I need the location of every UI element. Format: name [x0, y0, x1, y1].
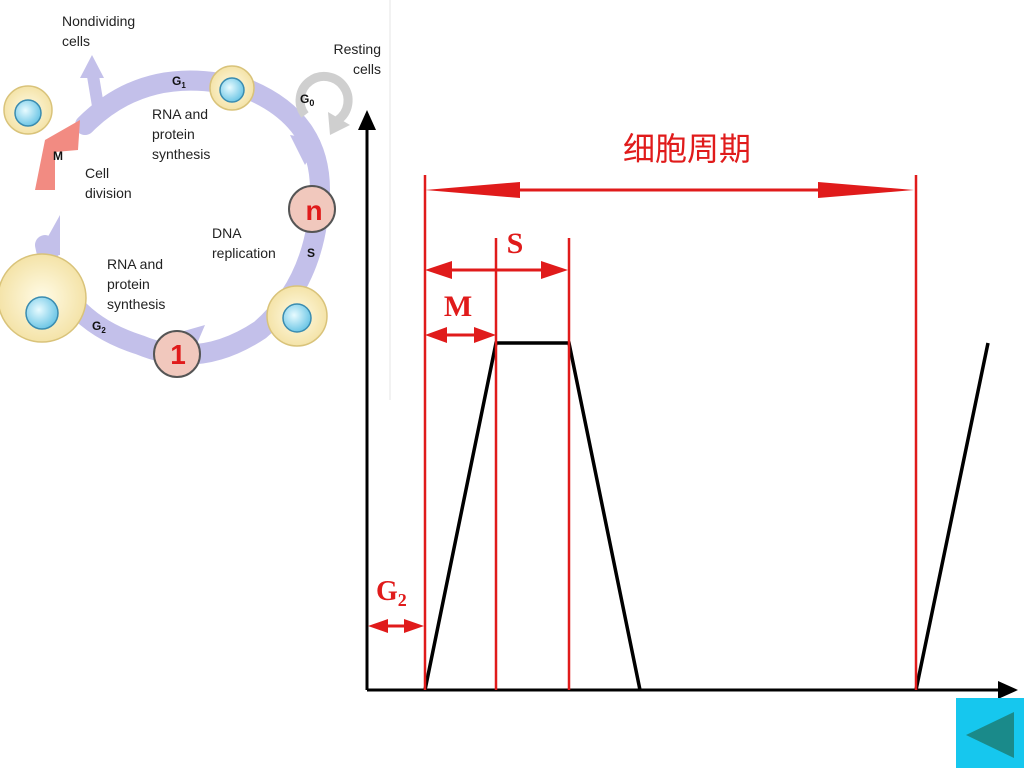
cell-s-phase	[266, 285, 328, 347]
marker-n: n	[288, 185, 336, 233]
label-g2-text-2: protein	[107, 276, 150, 292]
marker-1: 1	[153, 330, 201, 378]
label-g2: G2	[92, 319, 106, 335]
dna-curve-main	[423, 341, 642, 691]
x-axis-arrowhead	[998, 681, 1018, 699]
label-dna-2: replication	[212, 245, 276, 261]
m-span-arrow	[425, 327, 496, 343]
dna-content-graph: 细胞周期 S M G2	[358, 110, 1018, 699]
cycle-arrowhead-1	[290, 135, 320, 165]
label-s: S	[507, 227, 524, 260]
label-nondividing-1: Nondividing	[62, 13, 135, 29]
g0-loop	[295, 71, 353, 124]
graph-title: 细胞周期	[623, 130, 751, 168]
label-cell-division-2: division	[85, 185, 132, 201]
cell-g2-large	[0, 253, 87, 343]
cell-top-left	[3, 85, 53, 135]
svg-text:n: n	[305, 195, 322, 226]
svg-text:1: 1	[170, 339, 186, 370]
g0-loop-arrowhead	[328, 112, 350, 135]
label-m: M	[53, 149, 63, 163]
cycle-arrowhead-3	[35, 215, 60, 260]
label-g2-text-1: RNA and	[107, 256, 163, 272]
cell-g1	[209, 65, 255, 111]
m-phase-arrow	[35, 120, 80, 190]
label-resting-2: cells	[353, 61, 381, 77]
label-g2-text-3: synthesis	[107, 296, 165, 312]
y-axis-arrowhead	[358, 110, 376, 130]
dna-curve-next	[914, 342, 990, 691]
label-s-cycle: S	[307, 246, 315, 260]
label-resting-1: Resting	[334, 41, 381, 57]
label-g2-graph: G2	[376, 576, 407, 610]
label-dna-1: DNA	[212, 225, 242, 241]
cell-cycle-span-arrow	[425, 182, 914, 198]
label-g1-text-3: synthesis	[152, 146, 210, 162]
label-cell-division-1: Cell	[85, 165, 109, 181]
cell-cycle-figure: n 1 Nondividing cells Resting cells G1 G…	[0, 0, 391, 400]
triangle-left-icon	[966, 712, 1014, 758]
label-g0: G0	[300, 92, 314, 108]
label-nondividing-2: cells	[62, 33, 90, 49]
s-span-arrow	[425, 261, 568, 279]
label-g1-text-1: RNA and	[152, 106, 208, 122]
nondividing-arrowhead	[80, 55, 104, 78]
back-button[interactable]	[956, 698, 1024, 768]
label-g1: G1	[172, 74, 186, 90]
label-m: M	[444, 290, 472, 323]
g2-span-arrow	[368, 619, 424, 633]
label-g1-text-2: protein	[152, 126, 195, 142]
